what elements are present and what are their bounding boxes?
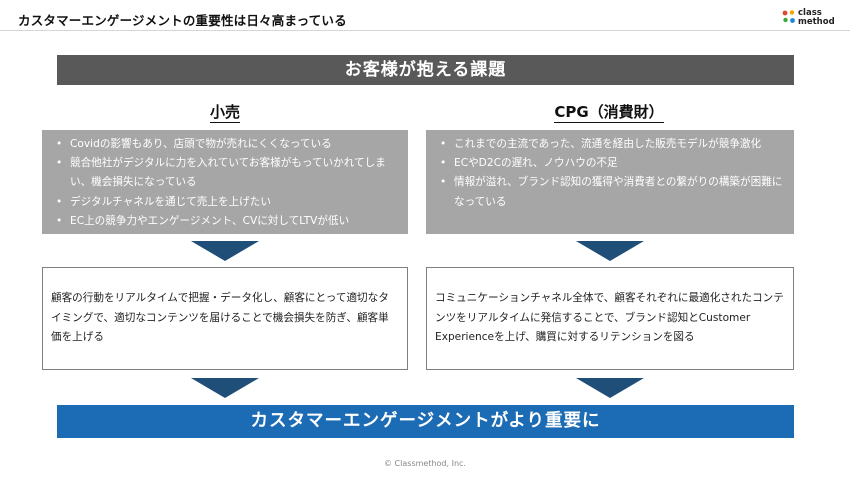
customer-issues-banner: お客様が抱える課題 — [57, 55, 794, 85]
retail-to-conclusion-arrow-icon — [191, 378, 259, 398]
retail-solution-text: 顧客の行動をリアルタイムで把握・データ化し、顧客にとって適切なタイミングで、適切… — [51, 292, 389, 344]
company-logo: class method — [781, 6, 841, 30]
copyright-footer: © Classmethod, Inc. — [384, 459, 466, 468]
logo-text-line1: class — [798, 8, 822, 18]
cpg-solution-text: コミュニケーションチャネル全体で、顧客それぞれに最適化されたコンテンツをリアルタ… — [435, 292, 784, 344]
slide-title: カスタマーエンゲージメントの重要性は日々高まっている — [18, 13, 347, 28]
cpg-issue-item: ECやD2Cの遅れ、ノウハウの不足 — [440, 154, 788, 173]
retail-issues-list: Covidの影響もあり、店頭で物が売れにくくなっている 競合他社がデジタルに力を… — [56, 135, 402, 231]
conclusion-banner: カスタマーエンゲージメントがより重要に — [57, 405, 794, 438]
cpg-heading: CPG（消費財） — [426, 101, 792, 123]
retail-issue-item: Covidの影響もあり、店頭で物が売れにくくなっている — [56, 135, 402, 154]
retail-heading: 小売 — [42, 101, 408, 123]
cpg-down-arrow-icon — [576, 241, 644, 261]
cpg-issues-list: これまでの主流であった、流通を経由した販売モデルが競争激化 ECやD2Cの遅れ、… — [440, 135, 788, 212]
cpg-issue-item: 情報が溢れ、ブランド認知の獲得や消費者との繋がりの構築が困難になっている — [440, 173, 788, 211]
retail-issue-item: EC上の競争力やエンゲージメント、CVに対してLTVが低い — [56, 212, 402, 231]
cpg-solution-box: コミュニケーションチャネル全体で、顧客それぞれに最適化されたコンテンツをリアルタ… — [426, 267, 794, 370]
retail-issue-item: 競合他社がデジタルに力を入れていてお客様がもっていかれてしまい、機会損失になって… — [56, 154, 402, 192]
retail-solution-box: 顧客の行動をリアルタイムで把握・データ化し、顧客にとって適切なタイミングで、適切… — [42, 267, 408, 370]
logo-text: class method — [798, 9, 835, 27]
retail-down-arrow-icon — [191, 241, 259, 261]
retail-issue-item: デジタルチャネルを通じて売上を上げたい — [56, 193, 402, 212]
cpg-to-conclusion-arrow-icon — [576, 378, 644, 398]
cpg-heading-text: CPG（消費財） — [554, 103, 664, 123]
retail-heading-text: 小売 — [209, 103, 240, 123]
cpg-issue-item: これまでの主流であった、流通を経由した販売モデルが競争激化 — [440, 135, 788, 154]
logo-text-line2: method — [798, 17, 835, 27]
cpg-issues-box: これまでの主流であった、流通を経由した販売モデルが競争激化 ECやD2Cの遅れ、… — [426, 130, 794, 234]
title-divider — [0, 30, 850, 31]
retail-issues-box: Covidの影響もあり、店頭で物が売れにくくなっている 競合他社がデジタルに力を… — [42, 130, 408, 234]
classmethod-logo-icon — [782, 10, 795, 23]
